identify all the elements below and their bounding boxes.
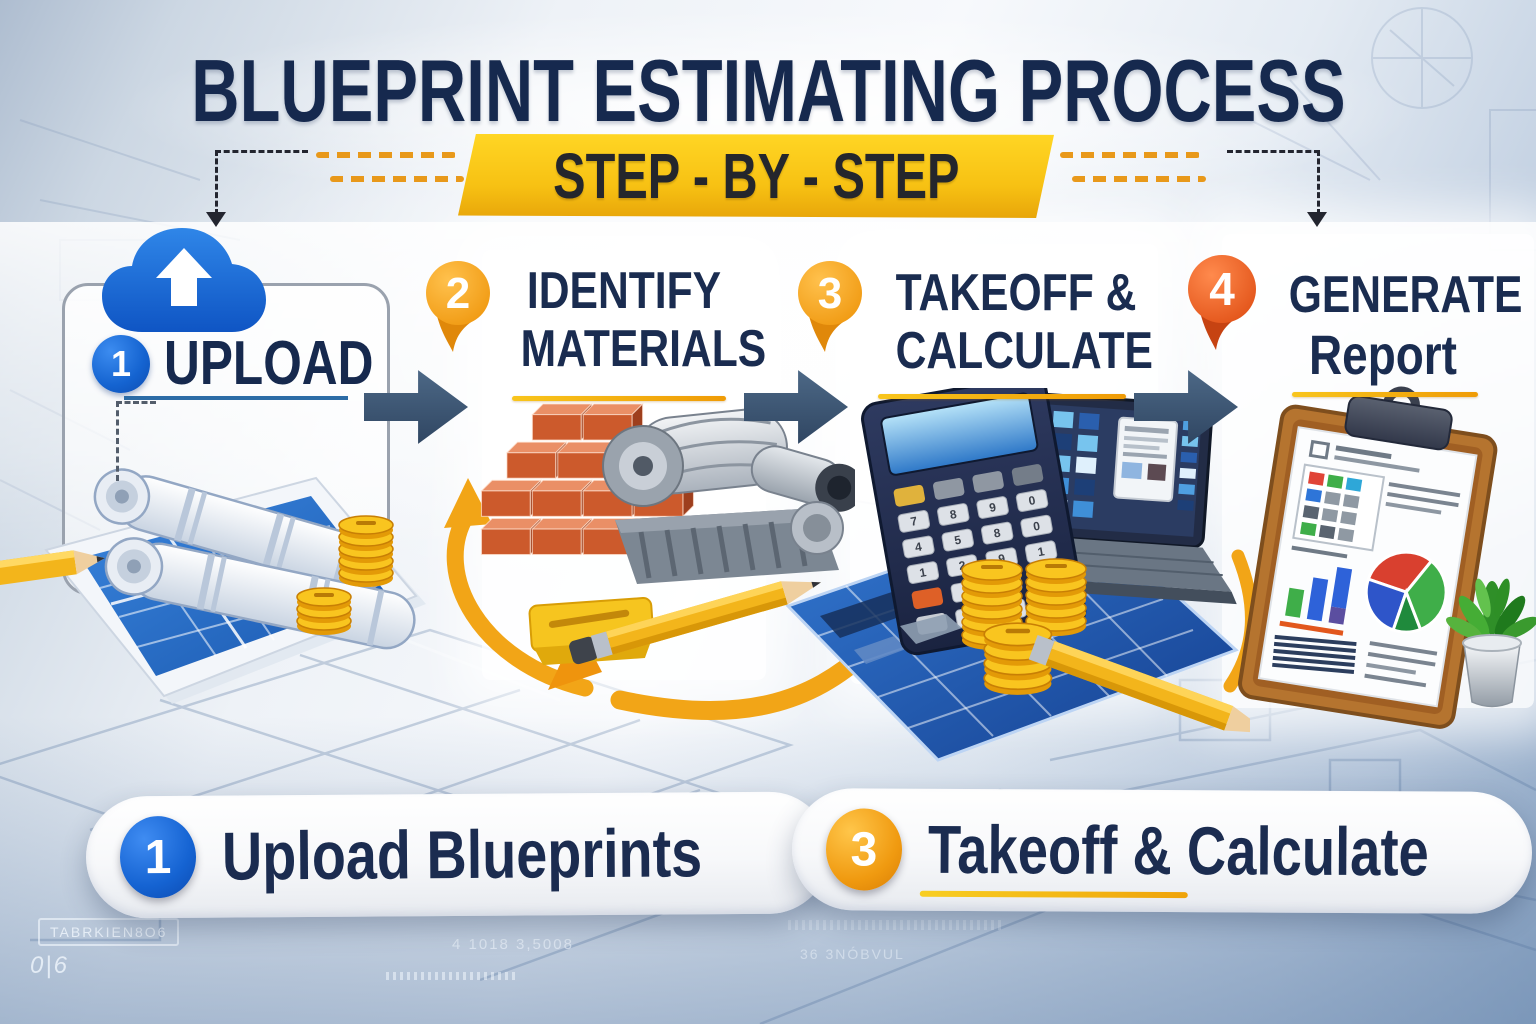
report-clipboard-illustration [1238, 386, 1536, 729]
pencil-edge [0, 550, 105, 586]
dashed-arrow-right [1227, 150, 1320, 215]
blueprint-ticks-2 [788, 920, 1002, 930]
blueprint-dim-note-2: 36 3NÓBVUL [800, 946, 905, 962]
blueprint-tag-text: TABRKIEN8O6 [38, 918, 180, 946]
orange-dashes-left-2 [330, 176, 464, 182]
svg-text:1: 1 [1037, 544, 1046, 559]
step1-underline [124, 396, 348, 400]
svg-text:9: 9 [997, 551, 1006, 566]
step1-dashed-guide-v [116, 401, 121, 481]
svg-text:2: 2 [958, 558, 967, 573]
svg-text:8: 8 [949, 507, 958, 522]
orange-dashes-left-1 [316, 152, 456, 158]
svg-text:3: 3 [818, 269, 842, 318]
pencil-step2 [569, 581, 821, 665]
steel-coil [602, 408, 855, 584]
potted-plant [1446, 578, 1536, 708]
coin-stack-front [983, 622, 1053, 696]
pill1-number-badge: 1 [119, 815, 197, 899]
step3-heading: TAKEOFF & CALCULATE [895, 264, 1153, 381]
summary-pill-upload: 1 Upload Blueprints [85, 791, 831, 919]
svg-text:4: 4 [914, 539, 923, 554]
svg-text:2: 2 [446, 269, 470, 318]
pencil-step3 [1028, 634, 1250, 734]
step3-underline [878, 394, 1126, 399]
svg-text:8: 8 [993, 526, 1002, 541]
step1-dashed-guide-h [116, 401, 156, 406]
pill2-underline [919, 890, 1188, 899]
pill2-number-badge: 3 [825, 808, 903, 891]
dashed-arrow-left [215, 150, 308, 215]
svg-text:5: 5 [953, 533, 962, 548]
page-title: BLUEPRINT ESTIMATING PROCESS [190, 41, 1346, 140]
coin-stack-tall [961, 559, 1023, 651]
coin-stack-mid [1025, 558, 1087, 637]
pill2-label: Takeoff & Calculate [927, 811, 1430, 891]
svg-text:0: 0 [1032, 519, 1041, 534]
orange-dashes-right-2 [1072, 176, 1206, 182]
step2-heading: IDENTIFY MATERIALS [520, 262, 767, 379]
dashed-arrowhead-left [206, 212, 226, 227]
blueprint-corner-mark: 0|6 [30, 952, 69, 979]
step3-pin-icon: 3 [798, 261, 862, 352]
step1-heading-row: 1 UPLOAD [92, 328, 426, 399]
svg-text:4: 4 [1209, 263, 1235, 315]
step4-pin-icon: 4 [1188, 255, 1256, 350]
step4-heading: GENERATE Report [1288, 266, 1523, 387]
blueprint-ticks [386, 972, 516, 980]
svg-text:7: 7 [909, 514, 918, 529]
banner-label: STEP - BY - STEP [552, 140, 960, 212]
summary-pill-takeoff: 3 Takeoff & Calculate [791, 788, 1533, 914]
clipboard [1238, 386, 1498, 729]
blueprint-dim-note: 4 1018 3,5008 [452, 936, 574, 953]
svg-text:0: 0 [1028, 493, 1037, 508]
coin-stack-2 [296, 587, 352, 636]
step1-number-badge: 1 [92, 334, 150, 393]
materials-illustration [480, 403, 855, 666]
coin-stack-1 [338, 515, 394, 588]
pill1-label: Upload Blueprints [221, 815, 703, 895]
step2-underline [512, 396, 726, 401]
step1-label: UPLOAD [164, 329, 374, 398]
step-by-step-banner: STEP - BY - STEP [458, 134, 1054, 218]
step4-underline [1292, 392, 1478, 397]
dashed-arrowhead-right [1307, 212, 1327, 227]
blueprint-rolls-illustration [44, 468, 426, 704]
svg-text:1: 1 [918, 565, 927, 580]
svg-text:9: 9 [988, 500, 997, 515]
cloud-upload-icon [102, 228, 266, 332]
step2-pin-icon: 2 [426, 261, 490, 352]
orange-dashes-right-1 [1060, 152, 1200, 158]
